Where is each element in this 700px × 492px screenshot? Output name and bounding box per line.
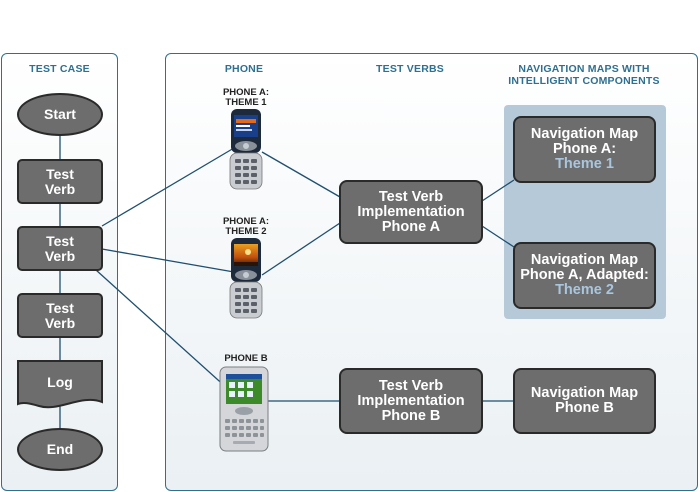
header-phone: PHONE: [224, 63, 264, 75]
phone-a-theme1-image: [229, 109, 263, 190]
phone-a1-to-impl-line: [261, 151, 341, 198]
nav-map-2-line1: Navigation Map: [530, 252, 639, 268]
log-node: [17, 360, 103, 409]
test-verb-3-line1: Test: [46, 299, 74, 316]
nav-map-2-line2: Phone A, Adapted:: [520, 267, 649, 283]
end-node: End: [17, 428, 103, 471]
header-test-verbs: TEST VERBS: [376, 63, 444, 75]
header-nav-maps-line1: NAVIGATION MAPS WITH: [518, 63, 650, 75]
impl-b-line2: Implementation: [357, 392, 465, 409]
nav-map-3-line1: Navigation Map: [530, 385, 639, 401]
nav-map-3-line2: Phone B: [555, 400, 614, 416]
impl-b-line3: Phone B: [381, 407, 441, 424]
start-label: Start: [44, 106, 76, 122]
impl-a-line1: Test Verb: [378, 188, 444, 205]
phone-b-label: PHONE B: [224, 353, 268, 364]
verb-to-phone-a1-line: [101, 147, 235, 227]
phone-a-theme2-image: [229, 238, 263, 319]
header-test-case: TEST CASE: [29, 63, 90, 75]
phone-a-theme2-label-line1: PHONE A:: [222, 216, 270, 227]
nav-map-1-line1: Navigation Map: [530, 126, 639, 142]
impl-to-map2-line: [481, 225, 515, 248]
start-node: Start: [17, 93, 103, 136]
impl-a-line2: Implementation: [357, 203, 465, 220]
phone-a-theme2-label-line2: THEME 2: [225, 226, 267, 237]
phone-a-theme1-label-line1: PHONE A:: [222, 87, 270, 98]
phone-a2-to-impl-line: [261, 222, 341, 276]
implementation-phone-a: Test Verb Implementation Phone A: [339, 180, 483, 244]
log-label: Log: [47, 374, 73, 390]
nav-map-phone-a-theme1: Navigation Map Phone A: Theme 1: [513, 116, 656, 183]
impl-a-line3: Phone A: [381, 218, 441, 235]
header-nav-maps-line2: INTELLIGENT COMPONENTS: [508, 75, 660, 87]
test-verb-2-line1: Test: [46, 232, 74, 249]
nav-map-2-theme: Theme 2: [555, 282, 614, 298]
impl-b-line1: Test Verb: [378, 377, 444, 394]
phone-b-image: [219, 366, 269, 452]
verb-to-phone-a2-line: [101, 248, 235, 273]
end-label: End: [46, 441, 74, 457]
test-verb-node-3: Test Verb: [17, 293, 103, 338]
nav-map-phone-b: Navigation Map Phone B: [513, 368, 656, 434]
impl-to-map1-line: [481, 179, 515, 202]
phone-a-theme1-label-line2: THEME 1: [225, 97, 267, 108]
test-verb-1-line1: Test: [46, 165, 74, 182]
nav-map-1-theme: Theme 1: [555, 156, 614, 172]
implementation-phone-b: Test Verb Implementation Phone B: [339, 368, 483, 434]
test-verb-node-2: Test Verb: [17, 226, 103, 271]
test-verb-node-1: Test Verb: [17, 159, 103, 204]
test-verb-1-line2: Verb: [44, 180, 76, 197]
nav-map-phone-a-adapted-theme2: Navigation Map Phone A, Adapted: Theme 2: [513, 242, 656, 309]
nav-map-1-line2: Phone A:: [552, 141, 617, 157]
test-verb-3-line2: Verb: [44, 314, 76, 331]
verb-to-phone-b-line: [95, 269, 239, 399]
test-verb-2-line2: Verb: [44, 247, 76, 264]
